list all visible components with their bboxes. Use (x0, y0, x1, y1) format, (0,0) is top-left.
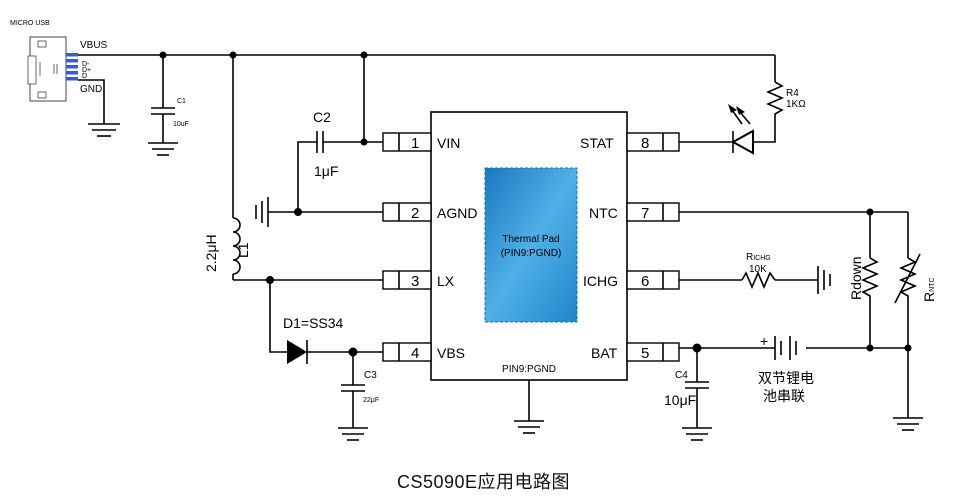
gnd-label: GND (80, 84, 102, 95)
rdown-ref: Rdown (848, 256, 864, 300)
ic-pin-6: 6 ICHG (583, 270, 680, 290)
battery-plus: + (760, 333, 768, 349)
ic-pin-1: 1 VIN (382, 132, 460, 152)
d1-label: D1=SS34 (283, 315, 344, 331)
c3-ref: C3 (364, 370, 377, 381)
c1-ref: C1 (177, 98, 186, 105)
pin-number: 8 (641, 135, 649, 152)
ntc-network: Rdown RNTC (679, 208, 937, 348)
pin-name: AGND (437, 205, 477, 221)
thermal-pad-line1: Thermal Pad (502, 234, 559, 245)
pin-name: VBS (437, 345, 465, 361)
ic-pin-3: 3 LX (382, 270, 455, 290)
ic-pin-7: 7 NTC (589, 202, 680, 222)
usb-ground (78, 79, 120, 137)
pin-name: STAT (580, 135, 614, 151)
diagram-caption: CS5090E应用电路图 (396, 472, 571, 492)
c4-ref: C4 (675, 370, 688, 381)
ic-cs5090e: 1 VIN 2 AGND 3 LX 4 VBS 8 STAT (382, 111, 680, 381)
pin-name: LX (437, 273, 455, 289)
battery-label-line2: 池串联 (763, 388, 805, 404)
pin-number: 7 (641, 205, 649, 222)
pin-number: 6 (641, 273, 649, 290)
battery-label-line1: 双节锂电 (758, 370, 814, 386)
ic-pin-8: 8 STAT (580, 132, 680, 152)
capacitor-c2: C2 1μF (297, 55, 383, 212)
usb-title: MICRO USB (10, 20, 50, 27)
c2-ref: C2 (313, 109, 331, 125)
thermal-pad-line2: (PIN9:PGND) (501, 248, 562, 259)
micro-usb-connector: MICRO USB D- D+ D VBUS GND (10, 20, 108, 102)
l1-ref: L1 (235, 242, 251, 258)
pin-name: BAT (591, 345, 618, 361)
stat-led (679, 104, 776, 155)
usb-dplus-label: D+ (82, 67, 91, 74)
r4-ref: R4 (786, 88, 799, 99)
l1-value: 2.2μH (203, 234, 219, 272)
capacitor-c4: C4 10μF (664, 348, 712, 441)
battery: + 双节锂电 池串联 (758, 333, 814, 404)
pin-name: NTC (589, 205, 618, 221)
diode-d1: D1=SS34 (269, 280, 383, 364)
richg-value: 10K (749, 264, 767, 275)
pin9-label: PIN9:PGND (502, 364, 556, 375)
usb-dminus-label: D- (82, 61, 90, 68)
resistor-r4: R4 1KΩ (765, 55, 806, 118)
pin-name: VIN (437, 135, 460, 151)
ic-pgnd-ground (514, 380, 544, 434)
resistor-richg: RICHG 10K (679, 252, 831, 294)
pin-number: 5 (641, 345, 649, 362)
pin-number: 3 (411, 273, 419, 290)
capacitor-c3: C3 22μF (338, 352, 379, 441)
pin-number: 2 (411, 205, 419, 222)
pin-name: ICHG (583, 273, 618, 289)
c4-value: 10μF (664, 392, 696, 408)
inductor-l1: 2.2μH L1 (203, 55, 383, 284)
r4-value: 1KΩ (786, 99, 806, 110)
pin-number: 1 (411, 135, 419, 152)
ntc-ground (893, 348, 923, 431)
c1-value: 10uF (173, 121, 189, 128)
rntc-ref: RNTC (921, 277, 937, 302)
richg-ref: RICHG (746, 252, 771, 263)
vbus-label: VBUS (80, 40, 108, 51)
ic-pin-5: 5 BAT (591, 342, 680, 362)
c2-value: 1μF (314, 163, 338, 179)
ic-pin-4: 4 VBS (382, 342, 465, 362)
ic-pin-2: 2 AGND (382, 202, 477, 222)
usb-d-label: D (82, 73, 87, 80)
pin-number: 4 (411, 345, 419, 362)
vbus-rail (78, 51, 775, 59)
thermal-pad: Thermal Pad (PIN9:PGND) (484, 167, 578, 323)
capacitor-c1: C1 10uF (148, 55, 189, 156)
c3-value: 22μF (363, 397, 379, 404)
agnd-ground (255, 197, 383, 227)
